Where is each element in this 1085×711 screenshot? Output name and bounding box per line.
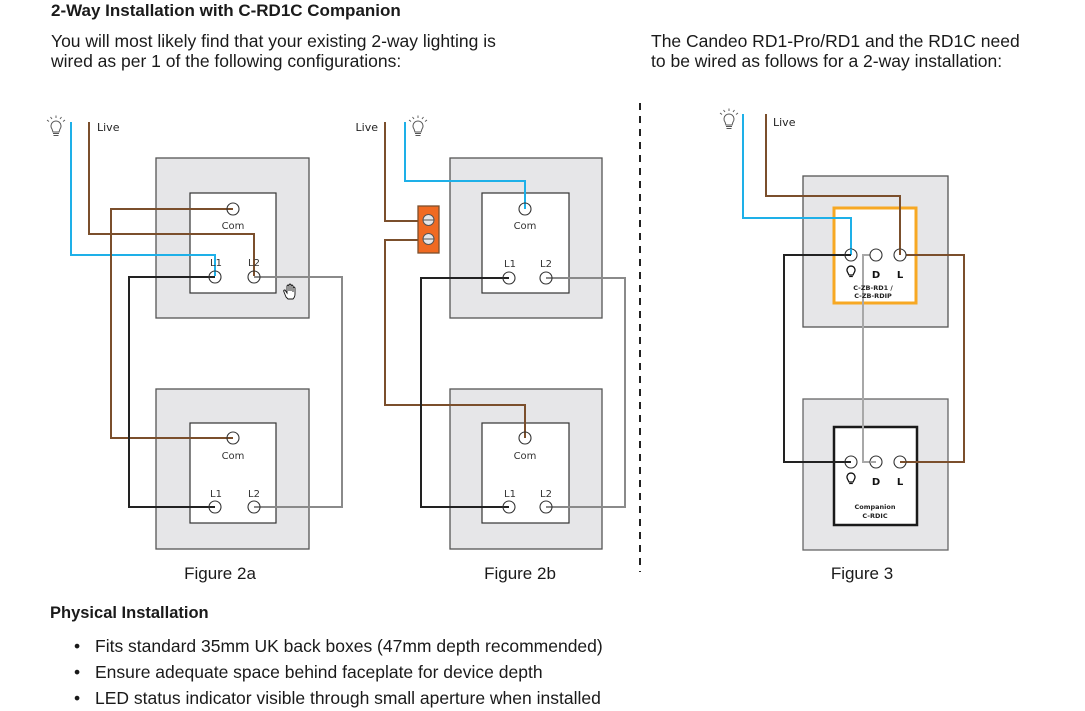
com-label: Com <box>222 451 245 462</box>
l2-terminal <box>539 500 553 514</box>
com-label: Com <box>514 451 537 462</box>
l1-terminal <box>502 271 516 285</box>
light-bulb-icon <box>408 115 428 136</box>
l1-label: L1 <box>504 489 516 500</box>
list-item-text: Fits standard 35mm UK back boxes (47mm d… <box>95 636 603 656</box>
hand-cursor-icon <box>283 283 296 300</box>
intro-right-line2: to be wired as follows for a 2-way insta… <box>651 51 1003 71</box>
l2-label: L2 <box>248 489 260 500</box>
wiring-diagrams: Live Com L1 L2 Com L1 L2 Live <box>46 103 965 572</box>
companion-model: C-RDIC <box>862 512 887 520</box>
intro-right-text: The Candeo RD1-Pro/RD1 and the RD1C need… <box>651 31 1081 71</box>
live-wire <box>88 122 255 276</box>
physical-installation-heading: Physical Installation <box>50 604 209 622</box>
l2-label: L2 <box>540 489 552 500</box>
l1-terminal <box>502 500 516 514</box>
light-bulb-icon <box>46 115 66 136</box>
l1-label: L1 <box>210 489 222 500</box>
intro-left-line1: You will most likely find that your exis… <box>51 31 496 51</box>
com-terminal <box>226 431 240 445</box>
light-bulb-icon <box>719 108 739 129</box>
com-terminal <box>518 202 532 216</box>
intro-left-line2: wired as per 1 of the following configur… <box>51 51 402 71</box>
figure-2a-caption: Figure 2a <box>184 564 256 583</box>
switched-live-wire <box>404 122 526 209</box>
figure-2b-caption: Figure 2b <box>484 564 556 583</box>
l2-terminal <box>247 270 261 284</box>
com-link-wire <box>384 239 526 438</box>
bullet-icon: • <box>74 636 81 656</box>
figure-2b: Live Com L1 L2 Com L1 L2 <box>356 115 626 550</box>
figure-3: Live D L C-ZB-RD1 / C-ZB-RDIP D L Compan… <box>719 108 965 551</box>
list-item: • Ensure adequate space behind faceplate … <box>70 659 603 685</box>
switched-live-wire <box>742 114 852 255</box>
bullet-icon: • <box>74 662 81 682</box>
list-item: • Fits standard 35mm UK back boxes (47mm … <box>70 633 603 659</box>
live-label: Live <box>773 116 796 129</box>
list-item-text: Ensure adequate space behind faceplate f… <box>95 662 543 682</box>
strapper-l1-wire <box>420 277 509 508</box>
com-terminal <box>518 431 532 445</box>
l1-label: L1 <box>504 259 516 270</box>
l-label: L <box>897 477 904 488</box>
intro-left-text: You will most likely find that your exis… <box>51 31 611 71</box>
section-heading: 2-Way Installation with C-RD1C Companion <box>51 1 401 20</box>
load-link-wire <box>783 254 851 463</box>
companion-label: Companion <box>855 503 896 511</box>
live-wire <box>384 122 418 222</box>
strapper-l2-wire <box>546 277 626 508</box>
l1-label: L1 <box>210 258 222 269</box>
physical-installation-list: • Fits standard 35mm UK back boxes (47mm … <box>70 633 603 711</box>
com-label: Com <box>222 221 245 232</box>
l2-label: L2 <box>248 258 260 269</box>
main-device-model: C-ZB-RD1 / <box>853 284 893 292</box>
switched-live-wire <box>70 122 216 276</box>
d-label: D <box>872 270 880 281</box>
com-terminal <box>226 202 240 216</box>
top-switch-body <box>481 192 570 294</box>
l1-terminal <box>208 500 222 514</box>
list-item-text: LED status indicator visible through sma… <box>95 688 601 708</box>
live-label: Live <box>356 121 379 134</box>
list-item: • LED status indicator visible through sm… <box>70 685 603 711</box>
l2-terminal <box>247 500 261 514</box>
d-label: D <box>872 477 880 488</box>
l-link-wire <box>900 254 965 463</box>
l2-terminal <box>539 271 553 285</box>
com-label: Com <box>514 221 537 232</box>
figure-2a: Live Com L1 L2 Com L1 L2 <box>46 115 343 550</box>
intro-right-line1: The Candeo RD1-Pro/RD1 and the RD1C need <box>651 31 1020 51</box>
figure-3-caption: Figure 3 <box>830 564 894 583</box>
strapper-l2-wire <box>254 276 343 508</box>
l-label: L <box>897 270 904 281</box>
main-device-model-alt: C-ZB-RDIP <box>854 292 892 300</box>
l1-terminal <box>208 270 222 284</box>
strapper-l1-wire <box>128 276 215 508</box>
bullet-icon: • <box>74 688 81 708</box>
d-terminal <box>869 248 883 262</box>
live-wire <box>765 114 901 255</box>
l2-label: L2 <box>540 259 552 270</box>
live-label: Live <box>97 121 120 134</box>
com-link-wire <box>110 208 233 439</box>
connector-block <box>417 205 440 254</box>
